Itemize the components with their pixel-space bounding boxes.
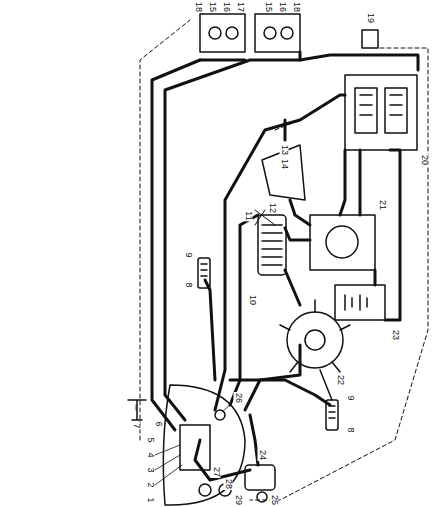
callout-number: 27: [212, 466, 221, 478]
headlamp: [255, 14, 300, 52]
ignition-coil: [258, 215, 286, 275]
battery: [335, 285, 385, 320]
wire: [195, 440, 250, 480]
wire: [152, 60, 200, 430]
callout-number: 18: [194, 1, 203, 13]
callout-number: 24: [258, 449, 267, 461]
callout-number: 22: [336, 374, 345, 386]
callout-number: 20: [420, 154, 429, 166]
callout-number: 16: [222, 1, 231, 13]
callout-number: 29: [234, 494, 243, 506]
callout-number: 21: [378, 199, 387, 211]
wire: [340, 150, 345, 215]
wire: [285, 228, 310, 240]
callout-number: 14: [280, 158, 289, 170]
wire: [230, 380, 330, 405]
callout-number: 9: [184, 251, 193, 258]
callout-number: 23: [391, 329, 400, 341]
wire: [374, 270, 377, 285]
headlamp: [200, 14, 245, 52]
callout-number: 3: [146, 466, 155, 473]
callout-number: 26: [234, 392, 243, 404]
instrument-panel: [163, 385, 245, 505]
voltage-regulator: [345, 75, 417, 150]
wire: [165, 55, 418, 420]
leader-line: [136, 403, 232, 485]
wire: [385, 150, 400, 320]
wire: [285, 270, 300, 305]
dashed-wire: [275, 120, 300, 130]
switch-symbol: [128, 400, 146, 420]
callout-number: 9: [346, 394, 355, 401]
spark-plug: [198, 258, 210, 288]
callout-number: 8: [346, 426, 355, 433]
callout-number: 25: [270, 494, 279, 506]
callout-number: 5: [146, 436, 155, 443]
wire: [200, 59, 245, 62]
dashed-wire: [140, 20, 428, 500]
wire: [290, 200, 310, 225]
callout-number: 10: [248, 294, 257, 306]
callout-number: 12: [268, 202, 277, 214]
callout-number: 28: [224, 478, 233, 490]
switch-symbol: [362, 30, 378, 48]
callout-number: 17: [236, 1, 245, 13]
generator: [310, 215, 375, 270]
callout-number: 1: [146, 496, 155, 503]
callout-number: 6: [154, 420, 163, 427]
callout-number: 18: [292, 1, 301, 13]
wire: [230, 215, 258, 405]
callout-number: 4: [146, 451, 155, 458]
wire: [205, 280, 215, 380]
dashed-wire: [250, 48, 428, 500]
callout-number: 7: [132, 422, 141, 429]
callout-number: 11: [244, 210, 253, 221]
callout-number: 15: [264, 1, 273, 13]
callout-number: 15: [208, 1, 217, 13]
callout-number: 2: [146, 481, 155, 488]
distributor: [280, 300, 350, 372]
wire: [215, 95, 345, 410]
callout-number: 16: [278, 1, 287, 13]
wire: [359, 150, 362, 215]
wire: [299, 52, 302, 60]
wire-harness: [152, 52, 418, 480]
callout-number: 8: [184, 281, 193, 288]
callout-number: 19: [366, 12, 375, 24]
dashed-wire: [140, 20, 190, 440]
wire: [284, 120, 287, 140]
callout-number: 13: [280, 144, 289, 156]
